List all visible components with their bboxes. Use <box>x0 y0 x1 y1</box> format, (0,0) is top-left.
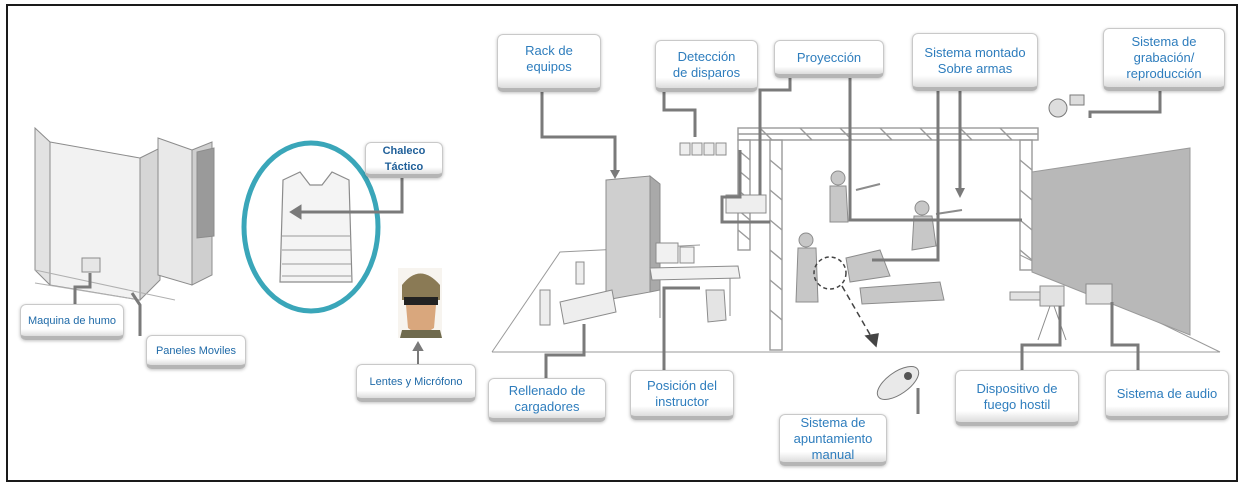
dome-camera <box>1048 94 1085 118</box>
truss-structure <box>737 127 1039 351</box>
projection-screen <box>1031 147 1191 336</box>
aiming-indicator <box>813 256 879 348</box>
tactical-vest-illustration <box>241 140 381 314</box>
projector <box>725 194 767 214</box>
right-connectors <box>540 77 1162 414</box>
moving-panels-illustration <box>34 126 215 302</box>
label-instructor-position: Posición del instructor <box>630 370 734 420</box>
label-moving-panels: Paneles Moviles <box>146 335 246 369</box>
label-magazine-refill: Rellenado de cargadores <box>488 378 606 422</box>
label-weapon-mounted-system: Sistema montado Sobre armas <box>912 33 1038 91</box>
label-projection-text: Proyección <box>796 49 862 65</box>
label-smoke-machine: Maquina de humo <box>20 304 124 340</box>
label-manual-aiming-text: Sistema de apuntamiento manual <box>793 414 873 462</box>
manual-aiming-device <box>876 366 920 400</box>
label-audio-system: Sistema de audio <box>1105 370 1229 420</box>
label-tactical-vest: Chaleco Táctico <box>365 142 443 178</box>
label-hostile-fire: Dispositivo de fuego hostil <box>955 370 1079 426</box>
vest-connector <box>289 178 404 220</box>
label-manual-aiming: Sistema de apuntamiento manual <box>779 414 887 466</box>
label-equipment-rack: Rack de equipos <box>497 34 601 92</box>
label-moving-panels-text: Paneles Moviles <box>155 344 237 357</box>
label-tactical-vest-text: Chaleco Táctico <box>382 144 426 173</box>
label-shot-detection-text: Detección de disparos <box>672 48 741 80</box>
head-connector <box>412 340 424 364</box>
diagram-frame <box>6 4 1238 482</box>
soldier-head-illustration <box>398 268 442 338</box>
left-connectors <box>73 273 142 336</box>
shot-detection-sensors <box>679 142 727 156</box>
label-smoke-machine-text: Maquina de humo <box>27 314 117 327</box>
label-projection: Proyección <box>774 40 884 78</box>
label-instructor-position-text: Posición del instructor <box>646 377 718 409</box>
label-equipment-rack-text: Rack de equipos <box>525 43 573 74</box>
label-shot-detection: Detección de disparos <box>655 40 758 92</box>
magazine-refill-station <box>539 261 617 326</box>
label-hostile-fire-text: Dispositivo de fuego hostil <box>976 380 1058 412</box>
label-glasses-mic-text: Lentes y Micrófono <box>369 375 463 388</box>
label-weapon-mounted-system-text: Sistema montado Sobre armas <box>924 44 1026 76</box>
soldiers-group <box>795 170 963 305</box>
hostile-fire-device <box>1009 283 1113 341</box>
label-recording-system: Sistema de grabación/ reproducción <box>1103 28 1225 91</box>
label-audio-system-text: Sistema de audio <box>1116 385 1218 401</box>
instructor-station <box>649 242 741 323</box>
label-magazine-refill-text: Rellenado de cargadores <box>508 382 586 414</box>
label-glasses-mic: Lentes y Micrófono <box>356 364 476 402</box>
equipment-rack <box>605 174 661 301</box>
label-recording-system-text: Sistema de grabación/ reproducción <box>1126 34 1202 81</box>
